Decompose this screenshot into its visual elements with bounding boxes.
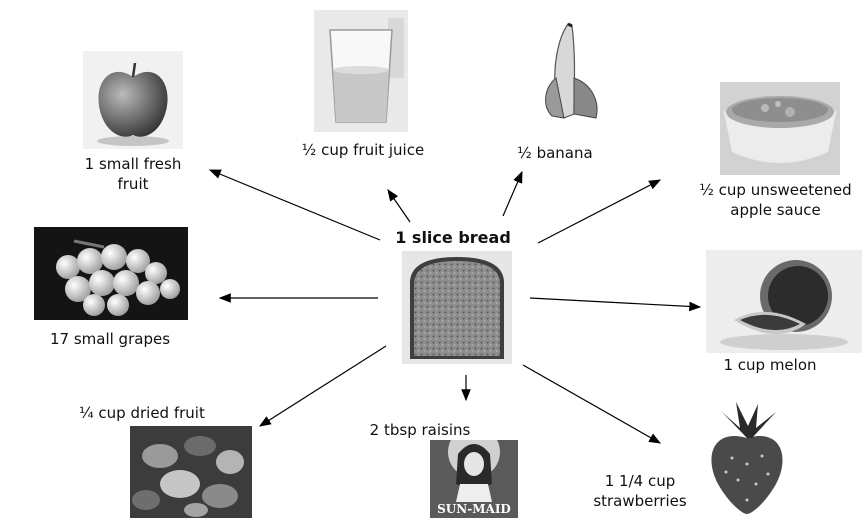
fresh-fruit-label: 1 small fresh fruit <box>58 154 208 194</box>
strawberries-label: 1 1/4 cup strawberries <box>585 471 695 511</box>
arrow-to-fruit-juice <box>388 190 410 222</box>
banana-image <box>538 18 606 124</box>
melon-label: 1 cup melon <box>705 355 835 375</box>
arrow-to-melon <box>530 298 700 307</box>
apple-sauce-label-line1: ½ cup unsweetened <box>699 181 851 199</box>
raisins-label: 2 tbsp raisins <box>355 420 485 440</box>
arrow-to-banana <box>503 172 522 216</box>
arrow-to-fresh-fruit <box>210 170 380 240</box>
strawberries-label-line2: strawberries <box>593 492 686 510</box>
fresh-fruit-label-line2: fruit <box>117 175 148 193</box>
sun-maid-logo-text: SUN-MAID <box>430 502 518 516</box>
melon-image <box>706 250 862 353</box>
apple-sauce-label: ½ cup unsweetened apple sauce <box>688 180 863 220</box>
center-label: 1 slice bread <box>388 228 518 248</box>
grapes-label: 17 small grapes <box>30 329 190 349</box>
grapes-image <box>34 227 188 320</box>
fresh-fruit-label-line1: 1 small fresh <box>85 155 182 173</box>
apple-image <box>83 51 183 149</box>
arrow-to-apple-sauce <box>538 180 660 243</box>
arrow-to-dried-fruit <box>260 346 386 426</box>
fruit-juice-label: ½ cup fruit juice <box>278 140 448 160</box>
sun-maid-raisin-box-image: SUN-MAID <box>430 440 518 518</box>
strawberries-label-line1: 1 1/4 cup <box>605 472 676 490</box>
apple-sauce-label-line2: apple sauce <box>730 201 820 219</box>
strawberry-image <box>692 398 802 516</box>
bread-slice-image <box>402 251 512 364</box>
fruit-juice-glass-image <box>314 10 408 132</box>
apple-sauce-bowl-image <box>720 82 840 175</box>
banana-label: ½ banana <box>505 143 605 163</box>
dried-fruit-label: ¼ cup dried fruit <box>52 403 232 423</box>
arrow-to-strawberries <box>523 365 660 443</box>
dried-fruit-image <box>130 426 252 518</box>
